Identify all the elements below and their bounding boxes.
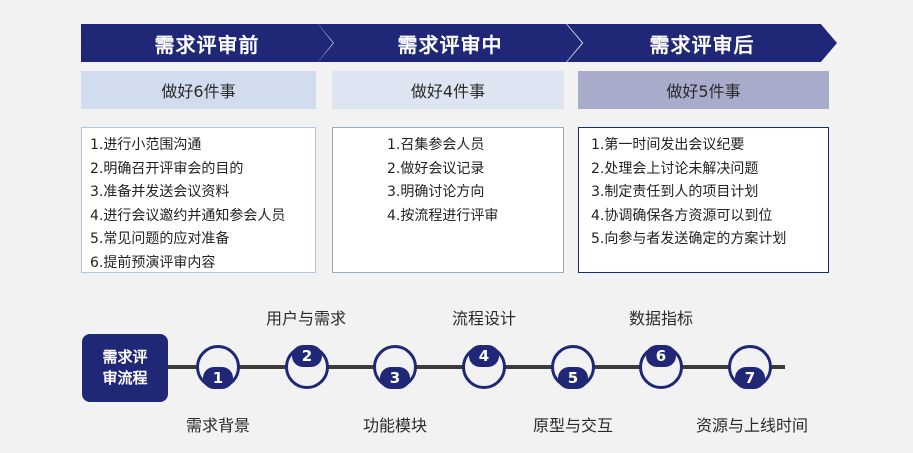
step-label: 流程设计: [451, 309, 517, 328]
phase-list-during: 1.召集参会人员 2.做好会议记录 3.明确讨论方向 4.按流程进行评审: [332, 127, 564, 273]
timeline-node-4: 4: [462, 345, 506, 389]
phase-title: 需求评审前: [154, 32, 260, 57]
list-item: 5.常见问题的应对准备: [90, 231, 230, 247]
list-item: 3.准备并发送会议资料: [90, 184, 230, 200]
subtitle-text: 做好6件事: [161, 82, 236, 101]
list-item: 1.召集参会人员: [387, 137, 485, 153]
timeline-node-3: 3: [373, 345, 417, 389]
list-item: 4.按流程进行评审: [387, 207, 499, 224]
phase-subtitle-during: 做好4件事: [332, 71, 564, 109]
step-number: 3: [380, 367, 410, 389]
timeline-node-2: 2: [285, 345, 329, 389]
list-item: 3.明确讨论方向: [387, 184, 485, 200]
phase-header-before: 需求评审前: [81, 24, 333, 62]
phase-list-before: 1.进行小范围沟通 2.明确召开评审会的目的 3.准备并发送会议资料 4.进行会…: [81, 127, 316, 273]
phase-header-during: 需求评审中: [318, 24, 582, 62]
step-number: 4: [469, 345, 499, 367]
phase-title: 需求评审中: [397, 32, 503, 57]
step-label: 原型与交互: [532, 416, 614, 435]
list-item: 4.进行会议邀约并通知参会人员: [90, 207, 286, 224]
list-item: 2.处理会上讨论未解决问题: [591, 160, 759, 177]
phase-subtitle-after: 做好5件事: [578, 71, 829, 109]
list-item: 6.提前预演评审内容: [90, 254, 216, 271]
step-number: 7: [735, 367, 765, 389]
list-item: 4.协调确保各方资源可以到位: [591, 207, 773, 224]
timeline-node-7: 7: [728, 345, 772, 389]
timeline-node-1: 1: [196, 345, 240, 389]
step-number: 2: [292, 345, 322, 367]
timeline-start-line: 审流程: [102, 369, 148, 387]
list-item: 1.进行小范围沟通: [90, 137, 202, 153]
step-label: 需求背景: [185, 416, 251, 435]
step-label: 数据指标: [628, 309, 694, 328]
phase-list-after: 1.第一时间发出会议纪要 2.处理会上讨论未解决问题 3.制定责任到人的项目计划…: [578, 127, 829, 273]
list-item: 2.做好会议记录: [387, 160, 485, 177]
timeline-node-5: 5: [551, 345, 595, 389]
timeline-node-6: 6: [639, 345, 683, 389]
step-number: 5: [558, 367, 588, 389]
timeline-start-label: 需求评 审流程: [82, 334, 168, 402]
list-item: 5.向参与者发送确定的方案计划: [591, 231, 787, 247]
phase-subtitle-before: 做好6件事: [81, 71, 316, 109]
list-item: 2.明确召开评审会的目的: [90, 160, 244, 177]
step-number: 1: [203, 367, 233, 389]
subtitle-text: 做好5件事: [666, 82, 741, 101]
list-item: 1.第一时间发出会议纪要: [591, 137, 745, 153]
timeline-start-line: 需求评: [102, 348, 148, 366]
list-item: 3.制定责任到人的项目计划: [591, 184, 759, 200]
step-label: 用户与需求: [265, 309, 347, 328]
step-label: 资源与上线时间: [695, 416, 809, 435]
phase-header-after: 需求评审后: [567, 24, 837, 62]
step-label: 功能模块: [362, 416, 428, 435]
step-number: 6: [646, 345, 676, 367]
subtitle-text: 做好4件事: [410, 82, 486, 101]
phase-title: 需求评审后: [649, 32, 755, 57]
